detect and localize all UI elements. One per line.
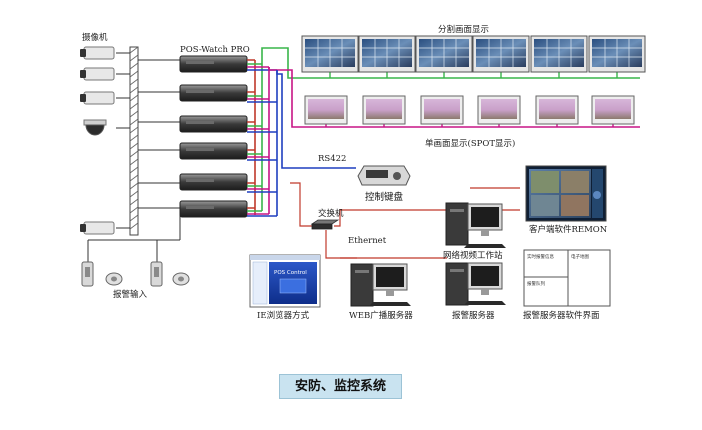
dvr-output-buses (247, 47, 640, 217)
split-display-label: 分割画面显示 (438, 24, 489, 35)
network-switch-icon (310, 219, 340, 230)
alarm-ui-label: 报警服务器软件界面 (523, 310, 600, 321)
alarm-input-label: 报警输入 (113, 289, 148, 300)
camera-icon (80, 67, 115, 81)
split-monitor (415, 35, 473, 73)
workstation-label: 网络视频工作站 (443, 250, 503, 261)
ie-browser-screen: POS Control (249, 254, 321, 308)
spot-monitor (477, 95, 521, 125)
dome-camera-icon (83, 119, 107, 136)
camera-bus-bar (129, 46, 139, 236)
alarm-input-devices (81, 208, 190, 287)
control-keyboard-icon (357, 165, 411, 186)
split-monitor (358, 35, 416, 73)
dvr-unit (179, 142, 248, 160)
spot-monitor (362, 95, 406, 125)
alarm-server-computer-icon (445, 262, 506, 306)
spot-monitor (591, 95, 635, 125)
single-display-label: 单画面显示(SPOT显示) (425, 138, 515, 149)
alarm-server-ui-panel: 实时报警信息 电子地图 报警队列 (523, 249, 611, 307)
ethernet-label: Ethernet (348, 236, 387, 246)
switch-label: 交换机 (318, 208, 344, 219)
spot-monitor (420, 95, 464, 125)
camera-label: 摄像机 (82, 32, 108, 43)
spot-monitors (304, 95, 635, 125)
split-monitors (301, 35, 646, 73)
camera-icon (80, 91, 115, 105)
dvr-unit (179, 55, 248, 73)
alarm-server-label: 报警服务器 (452, 310, 495, 321)
dvr-label: POS-Watch PRO (180, 45, 250, 55)
split-monitor (301, 35, 359, 73)
workstation-computer-icon (445, 202, 506, 248)
spot-monitor (304, 95, 348, 125)
alarm-sensor-icon (81, 261, 94, 287)
dvr-unit (179, 173, 248, 191)
diagram-caption: 安防、监控系统 (279, 374, 402, 399)
bus-to-dvr-links (138, 59, 180, 209)
split-monitor (472, 35, 530, 73)
alarm-ui-cell-map: 电子地图 (571, 253, 589, 260)
dvr-unit (179, 84, 248, 102)
alarm-detector-icon (105, 272, 123, 286)
web-server-computer-icon (350, 263, 411, 307)
camera-links (116, 52, 130, 229)
alarm-ui-cell-queue: 报警队列 (527, 280, 545, 287)
remon-software-screen (525, 165, 607, 222)
remon-label: 客户端软件REMON (529, 224, 608, 235)
split-monitor (588, 35, 646, 73)
control-keyboard-label: 控制键盘 (365, 191, 404, 203)
camera-icon (80, 46, 115, 60)
ie-screen-title: POS Control (274, 270, 307, 276)
alarm-sensor-icon (150, 261, 163, 287)
ie-browser-label: IE浏览器方式 (257, 310, 310, 321)
rs422-label: RS422 (318, 154, 346, 164)
network-links (290, 182, 520, 259)
dvr-unit (179, 115, 248, 133)
spot-monitor (535, 95, 579, 125)
alarm-ui-cell-realtime: 实时报警信息 (527, 253, 554, 260)
camera-icon (80, 221, 115, 235)
dvr-stack (179, 55, 248, 218)
dvr-unit (179, 200, 248, 218)
split-monitor (530, 35, 588, 73)
alarm-detector-icon (172, 272, 190, 286)
web-server-label: WEB广播服务器 (349, 310, 413, 321)
